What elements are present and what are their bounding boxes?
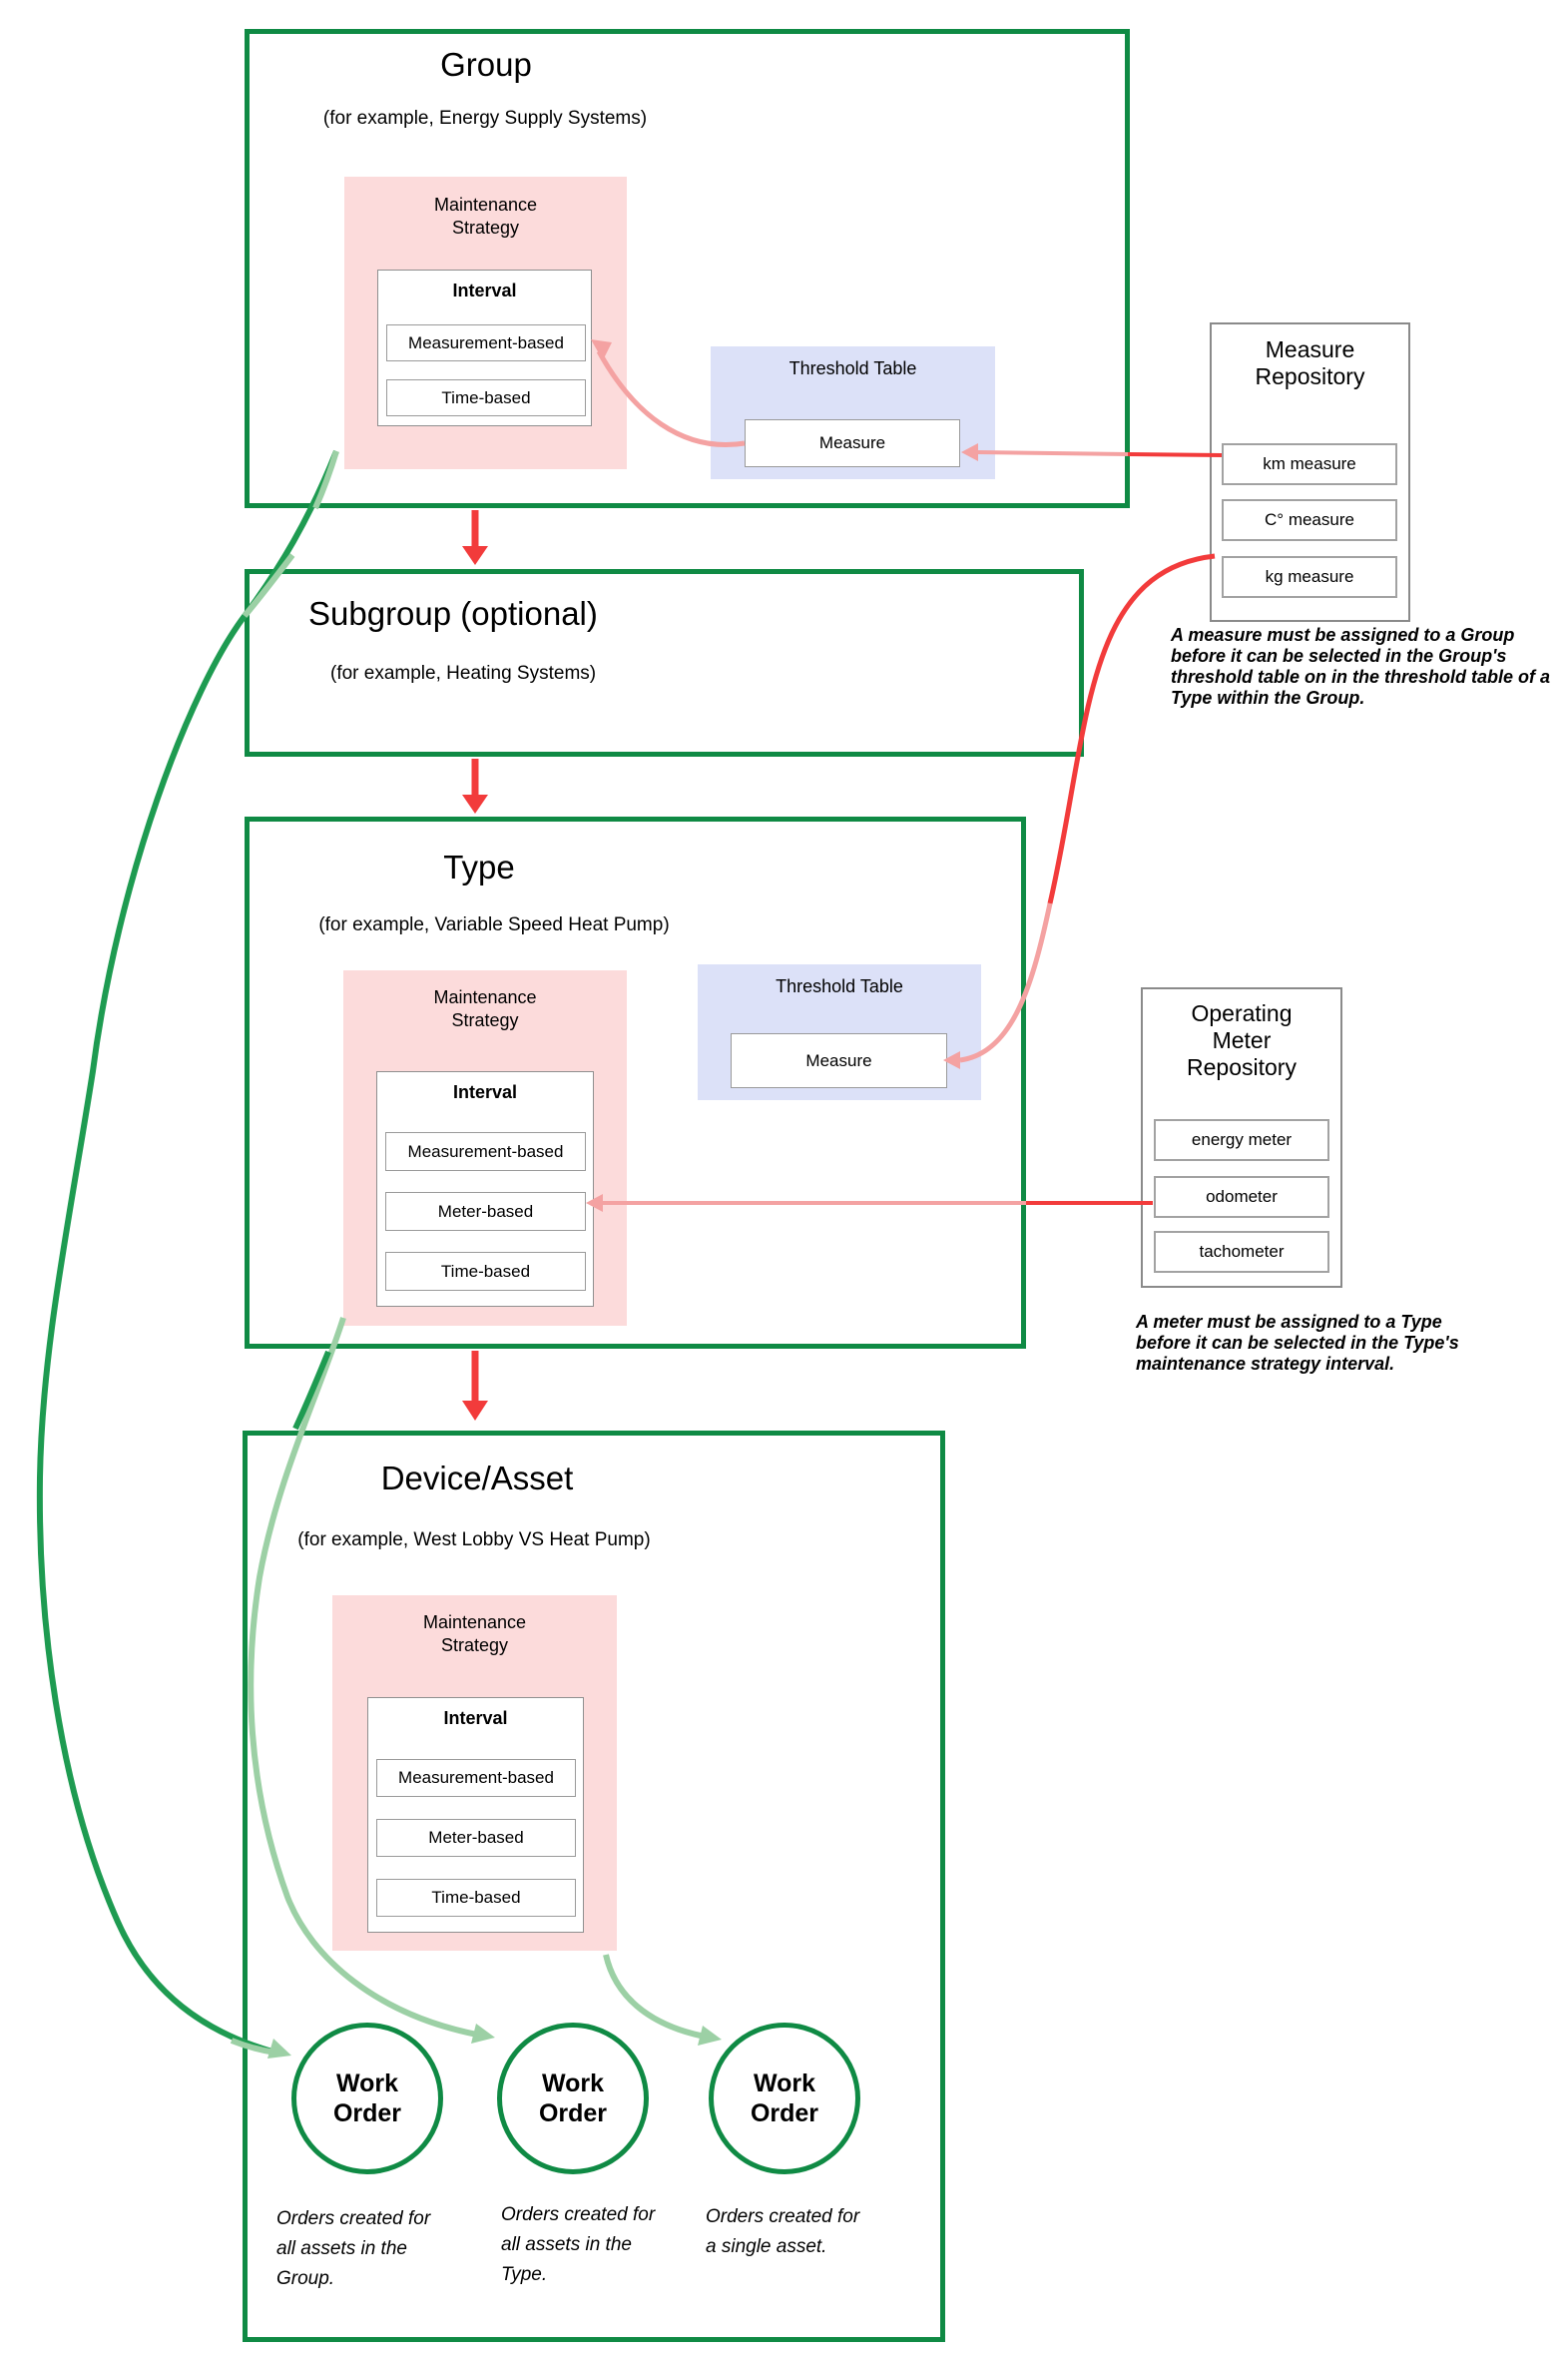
type-interval-label: Interval bbox=[452, 1082, 518, 1102]
device-maintenance-strategy-title: Maintenance Strategy bbox=[422, 1612, 527, 1655]
meter-repository-item-odometer: odometer bbox=[1154, 1176, 1329, 1218]
group-measure-box: Measure bbox=[745, 419, 960, 467]
arrow-subgroup-to-type bbox=[462, 759, 488, 814]
type-option-measurement-based: Measurement-based bbox=[385, 1132, 586, 1171]
work-order-circle-group: Work Order bbox=[291, 2023, 443, 2174]
work-order-circle-type-label: Work Order bbox=[538, 2069, 608, 2127]
type-option-meter-based-label: Meter-based bbox=[437, 1201, 534, 1221]
group-maintenance-strategy-title: Maintenance Strategy bbox=[433, 195, 538, 238]
type-option-measurement-based-label: Measurement-based bbox=[407, 1141, 564, 1161]
group-threshold-table-title: Threshold Table bbox=[788, 358, 917, 378]
group-interval-label: Interval bbox=[452, 281, 517, 300]
device-option-measurement-based: Measurement-based bbox=[376, 1759, 576, 1797]
device-option-meter-based-label: Meter-based bbox=[428, 1828, 524, 1847]
work-order-circle-group-label: Work Order bbox=[332, 2069, 402, 2127]
device-title: Device/Asset bbox=[380, 1460, 574, 1496]
group-subtitle: (for example, Energy Supply Systems) bbox=[322, 108, 648, 129]
work-order-circle-type: Work Order bbox=[497, 2023, 649, 2174]
work-order-circle-asset-label: Work Order bbox=[750, 2069, 819, 2127]
operating-meter-repository-title: Operating Meter Repository bbox=[1187, 1000, 1297, 1080]
subgroup-subtitle: (for example, Heating Systems) bbox=[330, 663, 597, 684]
subgroup-title: Subgroup (optional) bbox=[308, 595, 598, 632]
measure-repository-item-c: C° measure bbox=[1222, 499, 1397, 541]
work-order-caption-type: Orders created for all assets in the Typ… bbox=[501, 2204, 656, 2285]
device-interval-label: Interval bbox=[443, 1708, 508, 1728]
group-option-measurement-based-label: Measurement-based bbox=[408, 332, 564, 352]
device-option-time-based: Time-based bbox=[376, 1879, 576, 1917]
arrow-type-to-device bbox=[462, 1351, 488, 1421]
group-measure-label: Measure bbox=[818, 433, 886, 452]
device-subtitle: (for example, West Lobby VS Heat Pump) bbox=[297, 1529, 651, 1550]
type-measure-box: Measure bbox=[731, 1033, 947, 1088]
work-order-caption-group: Orders created for all assets in the Gro… bbox=[276, 2208, 431, 2289]
work-order-circle-asset: Work Order bbox=[709, 2023, 860, 2174]
meter-repository-item-energy: energy meter bbox=[1154, 1119, 1329, 1161]
group-option-time-based: Time-based bbox=[386, 379, 586, 416]
type-option-meter-based: Meter-based bbox=[385, 1192, 586, 1231]
type-subtitle: (for example, Variable Speed Heat Pump) bbox=[318, 914, 670, 935]
type-maintenance-strategy-title: Maintenance Strategy bbox=[433, 987, 537, 1030]
meter-repository-item-odometer-label: odometer bbox=[1206, 1187, 1278, 1206]
type-option-time-based: Time-based bbox=[385, 1252, 586, 1291]
group-option-measurement-based: Measurement-based bbox=[386, 324, 586, 361]
work-order-caption-asset: Orders created for a single asset. bbox=[706, 2206, 860, 2257]
measure-repository-item-c-label: C° measure bbox=[1265, 510, 1354, 529]
measure-repository-item-km-label: km measure bbox=[1263, 454, 1356, 473]
group-option-time-based-label: Time-based bbox=[441, 387, 531, 407]
arrow-group-to-subgroup bbox=[462, 510, 488, 565]
device-option-meter-based: Meter-based bbox=[376, 1819, 576, 1857]
measure-repository-note: A measure must be assigned to a Group be… bbox=[1171, 625, 1551, 708]
measure-repository-item-km: km measure bbox=[1222, 443, 1397, 485]
operating-meter-repository-note: A meter must be assigned to a Type befor… bbox=[1136, 1312, 1459, 1374]
type-measure-label: Measure bbox=[805, 1050, 872, 1070]
type-option-time-based-label: Time-based bbox=[440, 1261, 531, 1281]
measure-repository-title: Measure Repository bbox=[1255, 336, 1365, 389]
type-threshold-table-title: Threshold Table bbox=[776, 976, 903, 996]
measure-repository-item-kg: kg measure bbox=[1222, 556, 1397, 598]
measure-repository-item-kg-label: kg measure bbox=[1265, 567, 1354, 586]
subgroup-box bbox=[245, 569, 1084, 757]
meter-repository-item-energy-label: energy meter bbox=[1191, 1130, 1293, 1149]
device-option-measurement-based-label: Measurement-based bbox=[398, 1768, 554, 1787]
group-title: Group bbox=[440, 46, 532, 83]
type-title: Type bbox=[443, 849, 515, 885]
meter-repository-item-tachometer-label: tachometer bbox=[1199, 1242, 1285, 1261]
meter-repository-item-tachometer: tachometer bbox=[1154, 1231, 1329, 1273]
device-option-time-based-label: Time-based bbox=[431, 1888, 521, 1907]
